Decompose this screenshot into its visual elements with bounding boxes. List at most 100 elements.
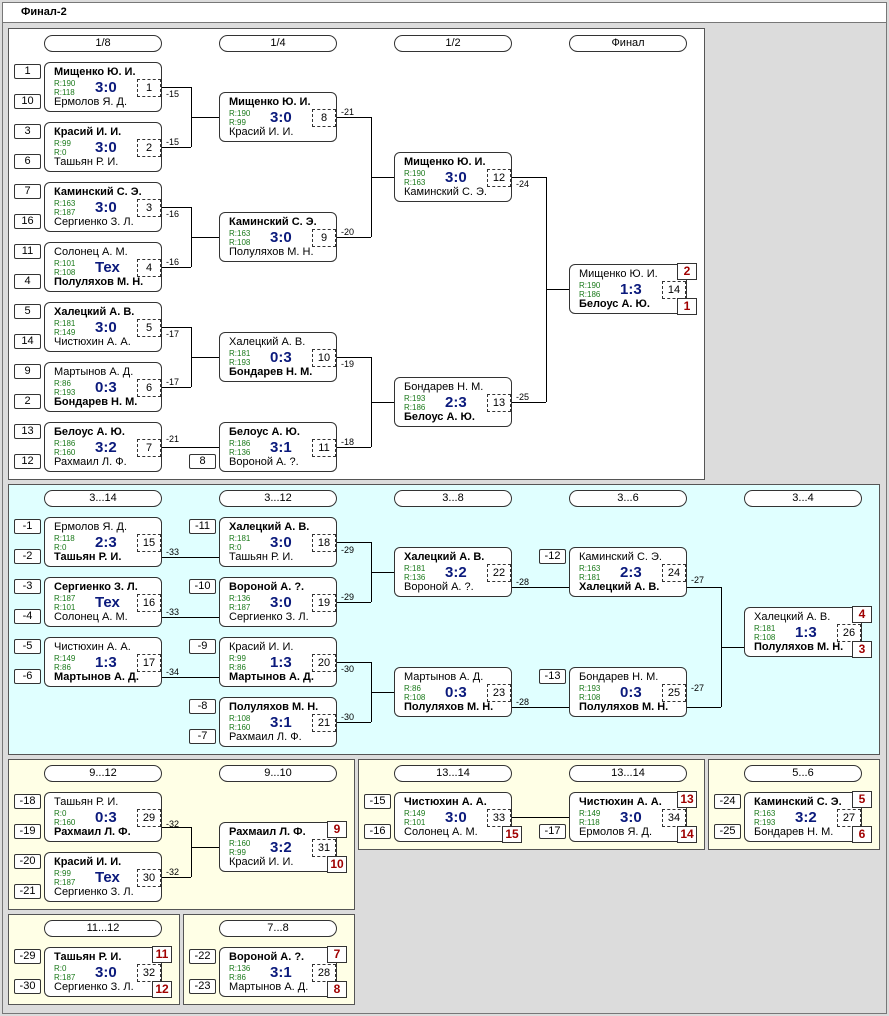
- round-header-d2: 9...10: [219, 765, 337, 782]
- player-top-rating: R:181: [54, 319, 76, 328]
- seed-box: -17: [539, 824, 566, 839]
- match-card[interactable]: Каминский С. Э. R:163 R:193 3:2 27 Бонда…: [744, 792, 862, 842]
- match-card[interactable]: Чистюхин А. А. R:149 R:118 3:0 34 Ермоло…: [569, 792, 687, 842]
- round-header-r3: 1/2: [394, 35, 512, 52]
- match-number: 30: [137, 869, 161, 887]
- connector-line: [161, 387, 191, 388]
- player-bottom-name: Сергиенко З. Л.: [54, 216, 134, 228]
- match-card[interactable]: Халецкий А. В. R:181 R:136 3:2 22 Вороно…: [394, 547, 512, 597]
- match-card[interactable]: Мищенко Ю. И. R:190 R:186 1:3 14 Белоус …: [569, 264, 687, 314]
- match-card[interactable]: Мищенко Ю. И. R:190 R:163 3:0 12 Каминск…: [394, 152, 512, 202]
- player-top-rating: R:149: [579, 809, 601, 818]
- player-top-name: Чистюхин А. А.: [54, 641, 131, 653]
- player-bottom-rating: R:136: [404, 573, 426, 582]
- match-card[interactable]: Мартынов А. Д. R:86 R:108 0:3 23 Полулях…: [394, 667, 512, 717]
- place-badge-top: 7: [327, 946, 347, 963]
- connector-line: [191, 117, 219, 118]
- match-ref-label: -29: [341, 592, 355, 602]
- match-card[interactable]: Ташьян Р. И. R:0 R:187 3:0 32 Сергиенко …: [44, 947, 162, 997]
- place-badge-bottom: 12: [152, 981, 172, 998]
- player-top-name: Ташьян Р. И.: [54, 951, 122, 963]
- match-card[interactable]: Халецкий А. В. R:181 R:0 3:0 18 Ташьян Р…: [219, 517, 337, 567]
- place-badge-top: 13: [677, 791, 697, 808]
- player-top-rating: R:193: [579, 684, 601, 693]
- match-card[interactable]: Белоус А. Ю. R:186 R:160 3:2 7 Рахмаил Л…: [44, 422, 162, 472]
- connector-line: [336, 447, 371, 448]
- match-number: 14: [662, 281, 686, 299]
- player-top-rating: R:163: [54, 199, 76, 208]
- match-card[interactable]: Красий И. И. R:99 R:187 Тех 30 Сергиенко…: [44, 852, 162, 902]
- match-card[interactable]: Чистюхин А. А. R:149 R:101 3:0 33 Солоне…: [394, 792, 512, 842]
- seed-box: -2: [14, 549, 41, 564]
- player-bottom-rating: R:193: [754, 818, 776, 827]
- player-bottom-name: Рахмаил Л. Ф.: [54, 826, 131, 838]
- player-bottom-name: Рахмаил Л. Ф.: [229, 731, 302, 743]
- player-bottom-name: Бондарев Н. М.: [754, 826, 834, 838]
- player-top-rating: R:101: [54, 259, 76, 268]
- match-card[interactable]: Мартынов А. Д. R:86 R:193 0:3 6 Бондарев…: [44, 362, 162, 412]
- place-badge-bottom: 15: [502, 826, 522, 843]
- match-number: 32: [137, 964, 161, 982]
- connector-line: [371, 692, 394, 693]
- match-card[interactable]: Халецкий А. В. R:181 R:108 1:3 26 Полуля…: [744, 607, 862, 657]
- connector-line: [161, 677, 219, 678]
- match-score: 1:3: [270, 654, 292, 671]
- match-score: 3:0: [95, 319, 117, 336]
- match-card[interactable]: Вороной А. ?. R:136 R:86 3:1 28 Мартынов…: [219, 947, 337, 997]
- match-number: 20: [312, 654, 336, 672]
- match-score: 3:0: [95, 139, 117, 156]
- player-bottom-rating: R:160: [229, 723, 251, 732]
- match-card[interactable]: Красий И. И. R:99 R:0 3:0 2 Ташьян Р. И.: [44, 122, 162, 172]
- match-card[interactable]: Красий И. И. R:99 R:86 1:3 20 Мартынов А…: [219, 637, 337, 687]
- match-card[interactable]: Каминский С. Э. R:163 R:181 2:3 24 Халец…: [569, 547, 687, 597]
- player-top-name: Мартынов А. Д.: [404, 671, 484, 683]
- player-bottom-name: Сергиенко З. Л.: [229, 611, 309, 623]
- place-badge-bottom: 6: [852, 826, 872, 843]
- match-card[interactable]: Сергиенко З. Л. R:187 R:101 Тех 16 Солон…: [44, 577, 162, 627]
- match-score: 3:2: [270, 839, 292, 856]
- player-top-name: Белоус А. Ю.: [54, 426, 125, 438]
- player-bottom-rating: R:181: [579, 573, 601, 582]
- match-card[interactable]: Каминский С. Э. R:163 R:187 3:0 3 Сергие…: [44, 182, 162, 232]
- round-header-r4: Финал: [569, 35, 687, 52]
- seed-box: -24: [714, 794, 741, 809]
- match-score: 0:3: [445, 684, 467, 701]
- player-top-name: Халецкий А. В.: [404, 551, 485, 563]
- match-ref-label: -29: [341, 545, 355, 555]
- match-score: 2:3: [620, 564, 642, 581]
- round-header-c1: 3...14: [44, 490, 162, 507]
- player-bottom-name: Сергиенко З. Л.: [54, 886, 134, 898]
- match-ref-label: -15: [166, 89, 180, 99]
- match-ref-label: -28: [516, 577, 530, 587]
- match-card[interactable]: Белоус А. Ю. R:186 R:136 3:1 11 Вороной …: [219, 422, 337, 472]
- match-ref-label: -21: [341, 107, 355, 117]
- player-bottom-name: Бондарев Н. М.: [229, 366, 313, 378]
- match-card[interactable]: Мищенко Ю. И. R:190 R:118 3:0 1 Ермолов …: [44, 62, 162, 112]
- match-card[interactable]: Вороной А. ?. R:136 R:187 3:0 19 Сергиен…: [219, 577, 337, 627]
- connector-line: [371, 357, 372, 402]
- match-card[interactable]: Бондарев Н. М. R:193 R:186 2:3 13 Белоус…: [394, 377, 512, 427]
- match-score: 1:3: [95, 654, 117, 671]
- match-score: 3:0: [270, 229, 292, 246]
- match-card[interactable]: Каминский С. Э. R:163 R:108 3:0 9 Полуля…: [219, 212, 337, 262]
- seed-box: -10: [189, 579, 216, 594]
- player-bottom-rating: R:108: [754, 633, 776, 642]
- match-card[interactable]: Бондарев Н. М. R:193 R:108 0:3 25 Полуля…: [569, 667, 687, 717]
- match-score: 2:3: [95, 534, 117, 551]
- match-score: 0:3: [620, 684, 642, 701]
- player-top-name: Халецкий А. В.: [229, 521, 310, 533]
- connector-line: [191, 87, 192, 117]
- match-card[interactable]: Рахмаил Л. Ф. R:160 R:99 3:2 31 Красий И…: [219, 822, 337, 872]
- match-card[interactable]: Халецкий А. В. R:181 R:149 3:0 5 Чистюхи…: [44, 302, 162, 352]
- match-card[interactable]: Полуляхов М. Н. R:108 R:160 3:1 21 Рахма…: [219, 697, 337, 747]
- player-bottom-rating: R:86: [229, 973, 246, 982]
- match-card[interactable]: Солонец А. М. R:101 R:108 Тех 4 Полуляхо…: [44, 242, 162, 292]
- match-card[interactable]: Мищенко Ю. И. R:190 R:99 3:0 8 Красий И.…: [219, 92, 337, 142]
- match-card[interactable]: Чистюхин А. А. R:149 R:86 1:3 17 Мартыно…: [44, 637, 162, 687]
- match-number: 23: [487, 684, 511, 702]
- connector-line: [546, 177, 547, 289]
- match-card[interactable]: Халецкий А. В. R:181 R:193 0:3 10 Бондар…: [219, 332, 337, 382]
- connector-line: [161, 617, 219, 618]
- match-card[interactable]: Ташьян Р. И. R:0 R:160 0:3 29 Рахмаил Л.…: [44, 792, 162, 842]
- match-card[interactable]: Ермолов Я. Д. R:118 R:0 2:3 15 Ташьян Р.…: [44, 517, 162, 567]
